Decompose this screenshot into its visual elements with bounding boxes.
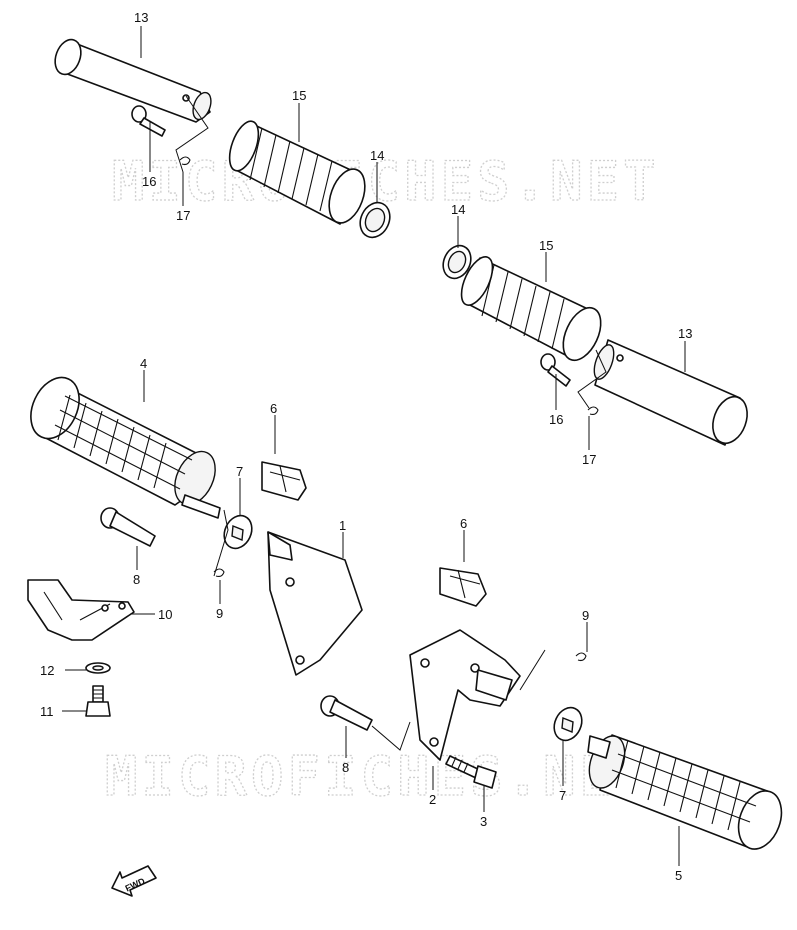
clip-9-left xyxy=(213,568,225,578)
callout-15-right: 15 xyxy=(539,238,553,253)
callout-11: 11 xyxy=(40,704,54,719)
callout-17-upper: 17 xyxy=(176,208,190,223)
bolt-16-right xyxy=(540,353,571,387)
callout-3: 3 xyxy=(480,814,487,829)
callout-5: 5 xyxy=(675,868,682,883)
callout-8-left: 8 xyxy=(133,572,140,587)
grip-15-right xyxy=(460,256,602,362)
washer-7-right xyxy=(553,706,583,742)
bolt-3 xyxy=(445,755,497,789)
washer-7-left xyxy=(223,514,253,550)
grip-15-upper xyxy=(228,120,366,225)
callout-14-upper: 14 xyxy=(370,148,384,163)
fwd-arrow-icon: FWD xyxy=(111,865,157,897)
bolt-8-left xyxy=(100,507,156,547)
bolt-8-right xyxy=(320,695,373,731)
watermark-bottom: MICROFICHES.NET xyxy=(105,745,653,808)
washer-14-right xyxy=(442,244,472,280)
clip-17-right xyxy=(587,406,599,416)
callout-12: 12 xyxy=(40,663,54,678)
clip-9-right xyxy=(575,652,587,662)
leader-lines xyxy=(62,26,686,866)
callout-9-left: 9 xyxy=(216,606,223,621)
heel-guard-10 xyxy=(27,579,135,641)
bracket-2 xyxy=(409,629,521,761)
washer-12 xyxy=(85,662,111,674)
watermark-top: MICROFICHES.NET xyxy=(112,150,660,213)
callout-13-right: 13 xyxy=(678,326,692,341)
callout-7-right: 7 xyxy=(559,788,566,803)
callout-16-upper: 16 xyxy=(142,174,156,189)
callouts: 13 15 14 16 17 14 15 13 16 17 4 6 7 1 8 … xyxy=(40,10,692,883)
callout-7-left: 7 xyxy=(236,464,243,479)
callout-1: 1 xyxy=(339,518,346,533)
callout-16-right: 16 xyxy=(549,412,563,427)
footrest-4 xyxy=(30,376,216,506)
footrest-5 xyxy=(587,734,783,850)
bracket-1 xyxy=(267,531,363,676)
pin-13-right xyxy=(593,339,748,446)
callout-4: 4 xyxy=(140,356,147,371)
clamp-6-right xyxy=(439,567,487,607)
bolt-11 xyxy=(85,685,111,717)
clip-17-upper xyxy=(179,156,191,166)
callout-14-right: 14 xyxy=(451,202,465,217)
clamp-6-left xyxy=(261,461,307,501)
callout-9-right: 9 xyxy=(582,608,589,623)
callout-13-upper: 13 xyxy=(134,10,148,25)
callout-6-right: 6 xyxy=(460,516,467,531)
callout-10: 10 xyxy=(158,607,172,622)
pin-13-upper xyxy=(54,38,212,123)
callout-2: 2 xyxy=(429,792,436,807)
callout-8-right: 8 xyxy=(342,760,349,775)
bolt-16-upper xyxy=(131,105,166,137)
washer-14-upper xyxy=(359,201,391,239)
pin-shaft-left xyxy=(181,494,221,519)
callout-6-left: 6 xyxy=(270,401,277,416)
callout-15-upper: 15 xyxy=(292,88,306,103)
callout-17-right: 17 xyxy=(582,452,596,467)
